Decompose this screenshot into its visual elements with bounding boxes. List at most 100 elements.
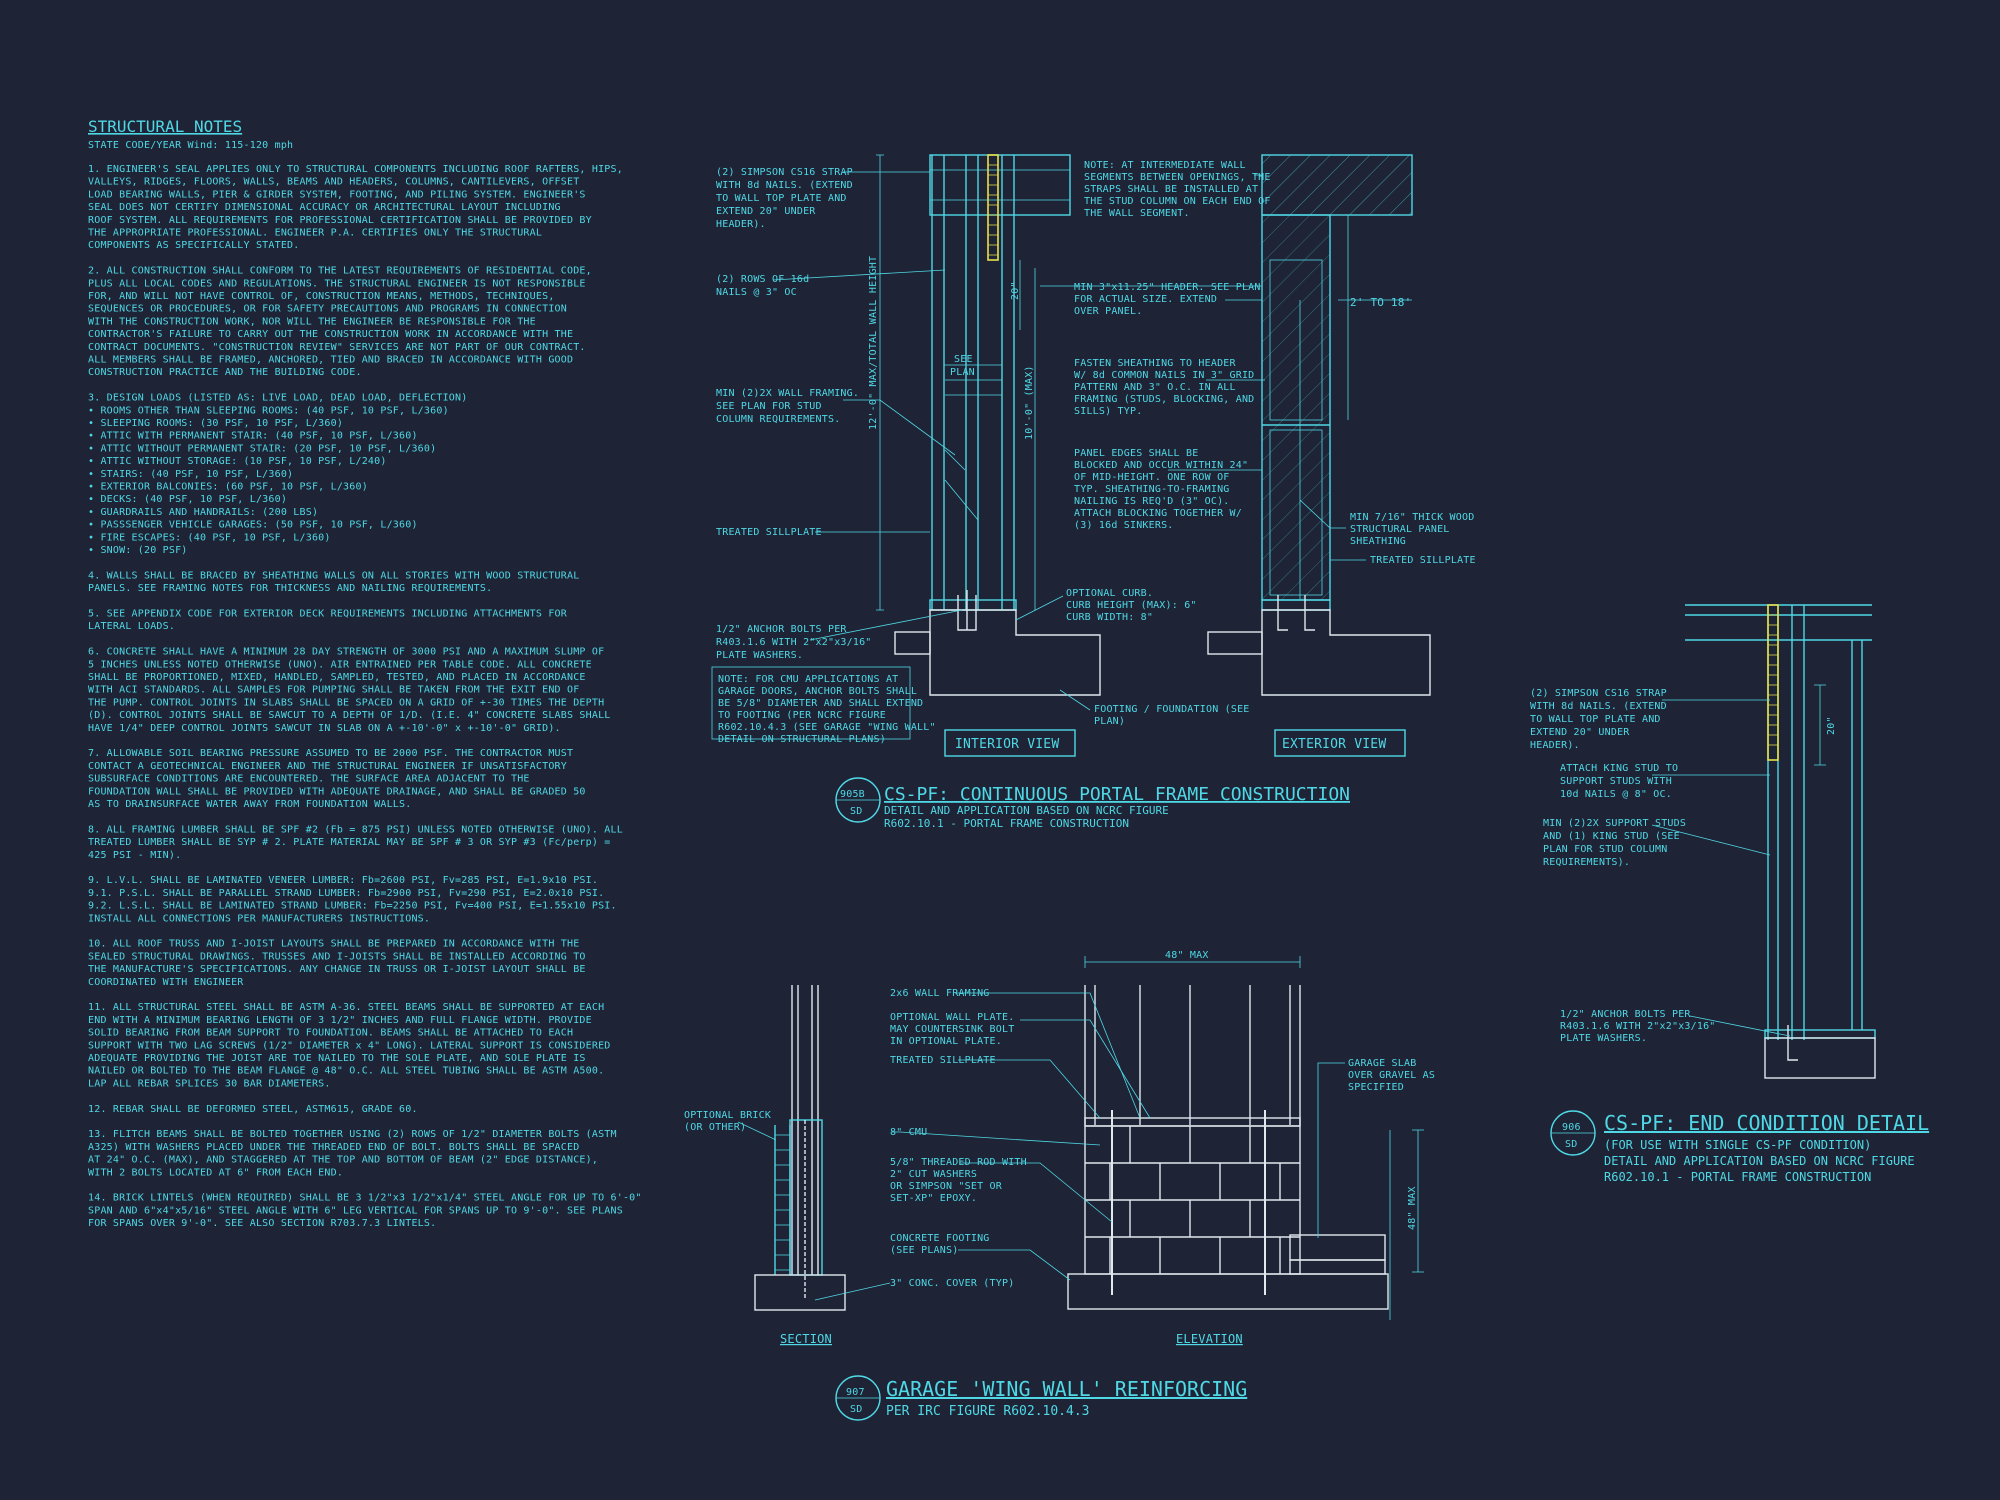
label-strap-905: (2) SIMPSON CS16 STRAP WITH 8d NAILS. (E…: [716, 167, 853, 230]
label-8in-cmu: 8" CMU: [890, 1127, 927, 1138]
notes-line: 9. L.V.L. SHALL BE LAMINATED VENEER LUMB…: [88, 875, 598, 886]
svg-text:GARAGE SLAB: GARAGE SLAB: [1348, 1058, 1416, 1069]
svg-text:MIN 7/16" THICK WOOD: MIN 7/16" THICK WOOD: [1350, 512, 1474, 523]
svg-text:1/2" ANCHOR BOLTS PER: 1/2" ANCHOR BOLTS PER: [716, 624, 847, 635]
svg-text:OR SIMPSON "SET OR: OR SIMPSON "SET OR: [890, 1181, 1003, 1192]
label-conc-cover: 3" CONC. COVER (TYP): [890, 1278, 1014, 1289]
svg-text:NAILS @ 3" OC: NAILS @ 3" OC: [716, 287, 797, 298]
svg-text:GARAGE DOORS, ANCHOR BOLTS SHA: GARAGE DOORS, ANCHOR BOLTS SHALL: [718, 686, 917, 697]
svg-text:COLUMN REQUIREMENTS.: COLUMN REQUIREMENTS.: [716, 414, 840, 425]
svg-text:SUPPORT STUDS WITH: SUPPORT STUDS WITH: [1560, 776, 1672, 787]
notes-line: WITH ACI STANDARDS. ALL SAMPLES FOR PUMP…: [88, 685, 579, 696]
notes-title: STRUCTURAL NOTES: [88, 117, 242, 136]
svg-text:5/8" THREADED ROD WITH: 5/8" THREADED ROD WITH: [890, 1157, 1027, 1168]
notes-line: • EXTERIOR BALCONIES: (60 PSF, 10 PSF, L…: [88, 482, 368, 493]
svg-text:(3) 16d SINKERS.: (3) 16d SINKERS.: [1074, 520, 1174, 531]
detail-907-section: SECTION OPTIONAL BRICK (OR OTHER): [684, 985, 846, 1346]
svg-text:R403.1.6 WITH 2"x2"x3/16": R403.1.6 WITH 2"x2"x3/16": [1560, 1021, 1716, 1032]
svg-text:TO WALL TOP PLATE AND: TO WALL TOP PLATE AND: [716, 193, 847, 204]
notes-line: • FIRE ESCAPES: (40 PSF, 10 PSF, L/360): [88, 532, 331, 543]
svg-text:R602.10.1 - PORTAL FRAME CONST: R602.10.1 - PORTAL FRAME CONSTRUCTION: [884, 817, 1129, 830]
exterior-view-label: EXTERIOR VIEW: [1282, 737, 1386, 752]
notes-line: PANELS. SEE FRAMING NOTES FOR THICKNESS …: [88, 583, 492, 594]
notes-line: SEALED STRUCTURAL DRAWINGS. TRUSSES AND …: [88, 951, 586, 962]
notes-line: • ROOMS OTHER THAN SLEEPING ROOMS: (40 P…: [88, 405, 449, 416]
svg-text:R403.1.6 WITH 2"x2"x3/16": R403.1.6 WITH 2"x2"x3/16": [716, 637, 872, 648]
svg-text:HEADER).: HEADER).: [716, 219, 766, 230]
detail-number-906: 906: [1562, 1122, 1581, 1133]
notes-line: 12. REBAR SHALL BE DEFORMED STEEL, ASTM6…: [88, 1104, 418, 1115]
svg-text:OVER GRAVEL AS: OVER GRAVEL AS: [1348, 1070, 1435, 1081]
svg-text:NOTE: FOR CMU APPLICATIONS AT: NOTE: FOR CMU APPLICATIONS AT: [718, 674, 898, 685]
detail-title-907: GARAGE 'WING WALL' REINFORCING: [886, 1377, 1247, 1401]
svg-text:SET-XP" EPOXY.: SET-XP" EPOXY.: [890, 1193, 977, 1204]
dim-10ft: 10'-0" (MAX): [1024, 365, 1035, 440]
label-anchor-bolts: 1/2" ANCHOR BOLTS PER R403.1.6 WITH 2"x2…: [716, 624, 872, 661]
svg-text:MIN (2)2X WALL FRAMING.: MIN (2)2X WALL FRAMING.: [716, 388, 859, 399]
svg-text:CURB WIDTH: 8": CURB WIDTH: 8": [1066, 612, 1153, 623]
svg-text:R602.10.4.3 (SEE GARAGE "WING: R602.10.4.3 (SEE GARAGE "WING WALL": [718, 722, 936, 733]
svg-text:1/2" ANCHOR BOLTS PER: 1/2" ANCHOR BOLTS PER: [1560, 1009, 1691, 1020]
svg-text:W/ 8d COMMON NAILS IN 3" GRID: W/ 8d COMMON NAILS IN 3" GRID: [1074, 370, 1254, 381]
svg-text:STRUCTURAL PANEL: STRUCTURAL PANEL: [1350, 524, 1450, 535]
notes-line: 5 INCHES UNLESS NOTED OTHERWISE (UNO). A…: [88, 659, 592, 670]
notes-line: ALL MEMBERS SHALL BE FRAMED, ANCHORED, T…: [88, 355, 573, 366]
label-support-studs: MIN (2)2X SUPPORT STUDS AND (1) KING STU…: [1543, 818, 1686, 868]
svg-text:EXTEND 20" UNDER: EXTEND 20" UNDER: [716, 206, 816, 217]
svg-text:CURB HEIGHT (MAX): 6": CURB HEIGHT (MAX): 6": [1066, 600, 1197, 611]
label-footing: FOOTING / FOUNDATION (SEE PLAN): [1094, 704, 1249, 727]
svg-text:WITH 8d NAILS. (EXTEND: WITH 8d NAILS. (EXTEND: [1530, 701, 1667, 712]
svg-text:OPTIONAL BRICK: OPTIONAL BRICK: [684, 1110, 771, 1121]
detail-907-elevation: 48" MAX 48" MAX ELEVATION 2x6 WALL FRAMI…: [814, 950, 1435, 1346]
svg-text:NOTE: AT INTERMEDIATE WALL: NOTE: AT INTERMEDIATE WALL: [1084, 160, 1246, 171]
notes-line: SUBSURFACE CONDITIONS ARE ENCOUNTERED. T…: [88, 774, 530, 785]
notes-line: 4. WALLS SHALL BE BRACED BY SHEATHING WA…: [88, 570, 579, 581]
label-optional-curb: OPTIONAL CURB. CURB HEIGHT (MAX): 6" CUR…: [1066, 588, 1197, 623]
notes-line: • SLEEPING ROOMS: (30 PSF, 10 PSF, L/360…: [88, 418, 343, 429]
svg-text:(SEE PLANS): (SEE PLANS): [890, 1245, 958, 1256]
svg-text:MIN (2)2X SUPPORT STUDS: MIN (2)2X SUPPORT STUDS: [1543, 818, 1686, 829]
notes-body: 1. ENGINEER'S SEAL APPLIES ONLY TO STRUC…: [88, 164, 641, 1229]
label-2x6-framing: 2x6 WALL FRAMING: [890, 988, 990, 999]
label-optional-wall-plate: OPTIONAL WALL PLATE. MAY COUNTERSINK BOL…: [890, 1012, 1014, 1047]
svg-text:AND (1) KING STUD (SEE: AND (1) KING STUD (SEE: [1543, 831, 1680, 842]
dim-48-horizontal: 48" MAX: [1165, 950, 1209, 961]
notes-line: FOUNDATION WALL SHALL BE PROVIDED WITH A…: [88, 786, 586, 797]
notes-line: WITH THE CONSTRUCTION WORK, NOR WILL THE…: [88, 316, 536, 327]
notes-line: AT 24" O.C. (MAX), AND STAGGERED AT THE …: [88, 1155, 598, 1166]
notes-line: • DECKS: (40 PSF, 10 PSF, L/360): [88, 494, 287, 505]
svg-text:FRAMING (STUDS, BLOCKING, AND: FRAMING (STUDS, BLOCKING, AND: [1074, 394, 1254, 405]
svg-text:DETAIL AND APPLICATION BASED O: DETAIL AND APPLICATION BASED ON NCRC FIG…: [1604, 1154, 1915, 1168]
title-907: 907 SD GARAGE 'WING WALL' REINFORCING PE…: [835, 1375, 1247, 1421]
title-906: 906 SD CS-PF: END CONDITION DETAIL (FOR …: [1550, 1110, 1929, 1184]
notes-line: • ATTIC WITHOUT STORAGE: (10 PSF, 10 PSF…: [88, 456, 387, 467]
svg-text:SEE PLAN FOR STUD: SEE PLAN FOR STUD: [716, 401, 822, 412]
notes-line: A325) WITH WASHERS PLACED UNDER THE THRE…: [88, 1142, 579, 1153]
detail-sheet-905: SD: [850, 806, 862, 817]
label-treated-sillplate-907: TREATED SILLPLATE: [890, 1055, 996, 1066]
svg-text:CONCRETE FOOTING: CONCRETE FOOTING: [890, 1233, 990, 1244]
svg-text:FASTEN SHEATHING TO HEADER: FASTEN SHEATHING TO HEADER: [1074, 358, 1237, 369]
svg-text:OPTIONAL WALL PLATE.: OPTIONAL WALL PLATE.: [890, 1012, 1014, 1023]
svg-text:2" CUT WASHERS: 2" CUT WASHERS: [890, 1169, 977, 1180]
dim-20in-906: 20": [1826, 716, 1837, 735]
svg-text:WITH 8d NAILS. (EXTEND: WITH 8d NAILS. (EXTEND: [716, 180, 853, 191]
svg-text:PLAN): PLAN): [1094, 716, 1125, 727]
notes-line: ADEQUATE PROVIDING THE JOIST ARE TOE NAI…: [88, 1053, 586, 1064]
notes-line: LAP ALL REBAR SPLICES 30 BAR DIAMETERS.: [88, 1078, 331, 1089]
notes-line: INSTALL ALL CONNECTIONS PER MANUFACTURER…: [88, 913, 430, 924]
svg-text:PLAN FOR STUD COLUMN: PLAN FOR STUD COLUMN: [1543, 844, 1667, 855]
label-panel-edges: PANEL EDGES SHALL BE BLOCKED AND OCCUR W…: [1074, 448, 1248, 531]
dim-48-vertical: 48" MAX: [1407, 1186, 1418, 1230]
svg-text:THE STUD COLUMN ON EACH END OF: THE STUD COLUMN ON EACH END OF: [1084, 196, 1271, 207]
svg-text:R602.10.1 - PORTAL FRAME CONST: R602.10.1 - PORTAL FRAME CONSTRUCTION: [1604, 1170, 1871, 1184]
label-2-to-18: 2' TO 18': [1350, 296, 1411, 309]
label-concrete-footing: CONCRETE FOOTING (SEE PLANS): [890, 1233, 990, 1256]
title-905: 905B SD CS-PF: CONTINUOUS PORTAL FRAME C…: [835, 777, 1350, 830]
svg-text:DETAIL AND APPLICATION BASED O: DETAIL AND APPLICATION BASED ON NCRC FIG…: [884, 804, 1169, 817]
svg-text:SILLS) TYP.: SILLS) TYP.: [1074, 406, 1142, 417]
notes-line: NAILED OR BOLTED TO THE BEAM FLANGE @ 48…: [88, 1066, 604, 1077]
notes-line: THE MANUFACTURE'S SPECIFICATIONS. ANY CH…: [88, 964, 586, 975]
notes-line: CONTRACTOR'S FAILURE TO CARRY OUT THE CO…: [88, 329, 573, 340]
svg-text:TYP. SHEATHING-TO-FRAMING: TYP. SHEATHING-TO-FRAMING: [1074, 484, 1230, 495]
